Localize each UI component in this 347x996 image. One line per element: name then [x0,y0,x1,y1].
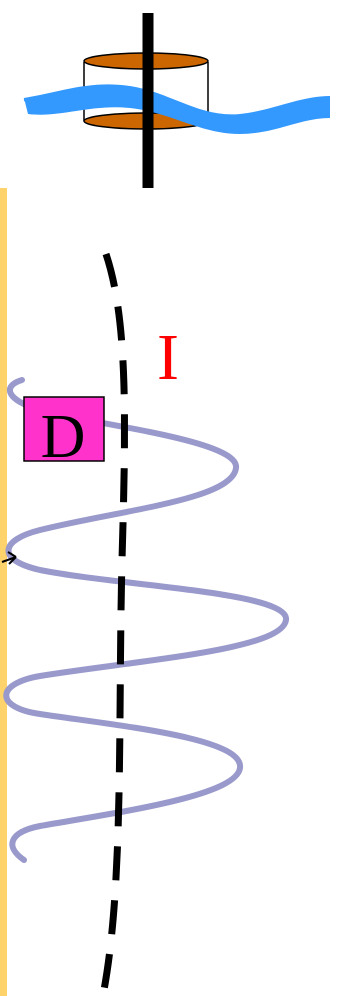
d-box-label: D [41,403,86,471]
left-arrow [1,551,17,565]
wave-band [24,84,330,134]
d-box [23,396,105,462]
arrow-head-icon [7,551,17,565]
dashed-current-path [100,252,129,991]
helix-curve [3,377,289,863]
top-cylinder-assembly [23,13,331,188]
wave-band-edge [23,84,331,118]
current-label: I [157,321,179,394]
wave-band-edge [29,103,331,134]
left-strip [0,188,7,996]
